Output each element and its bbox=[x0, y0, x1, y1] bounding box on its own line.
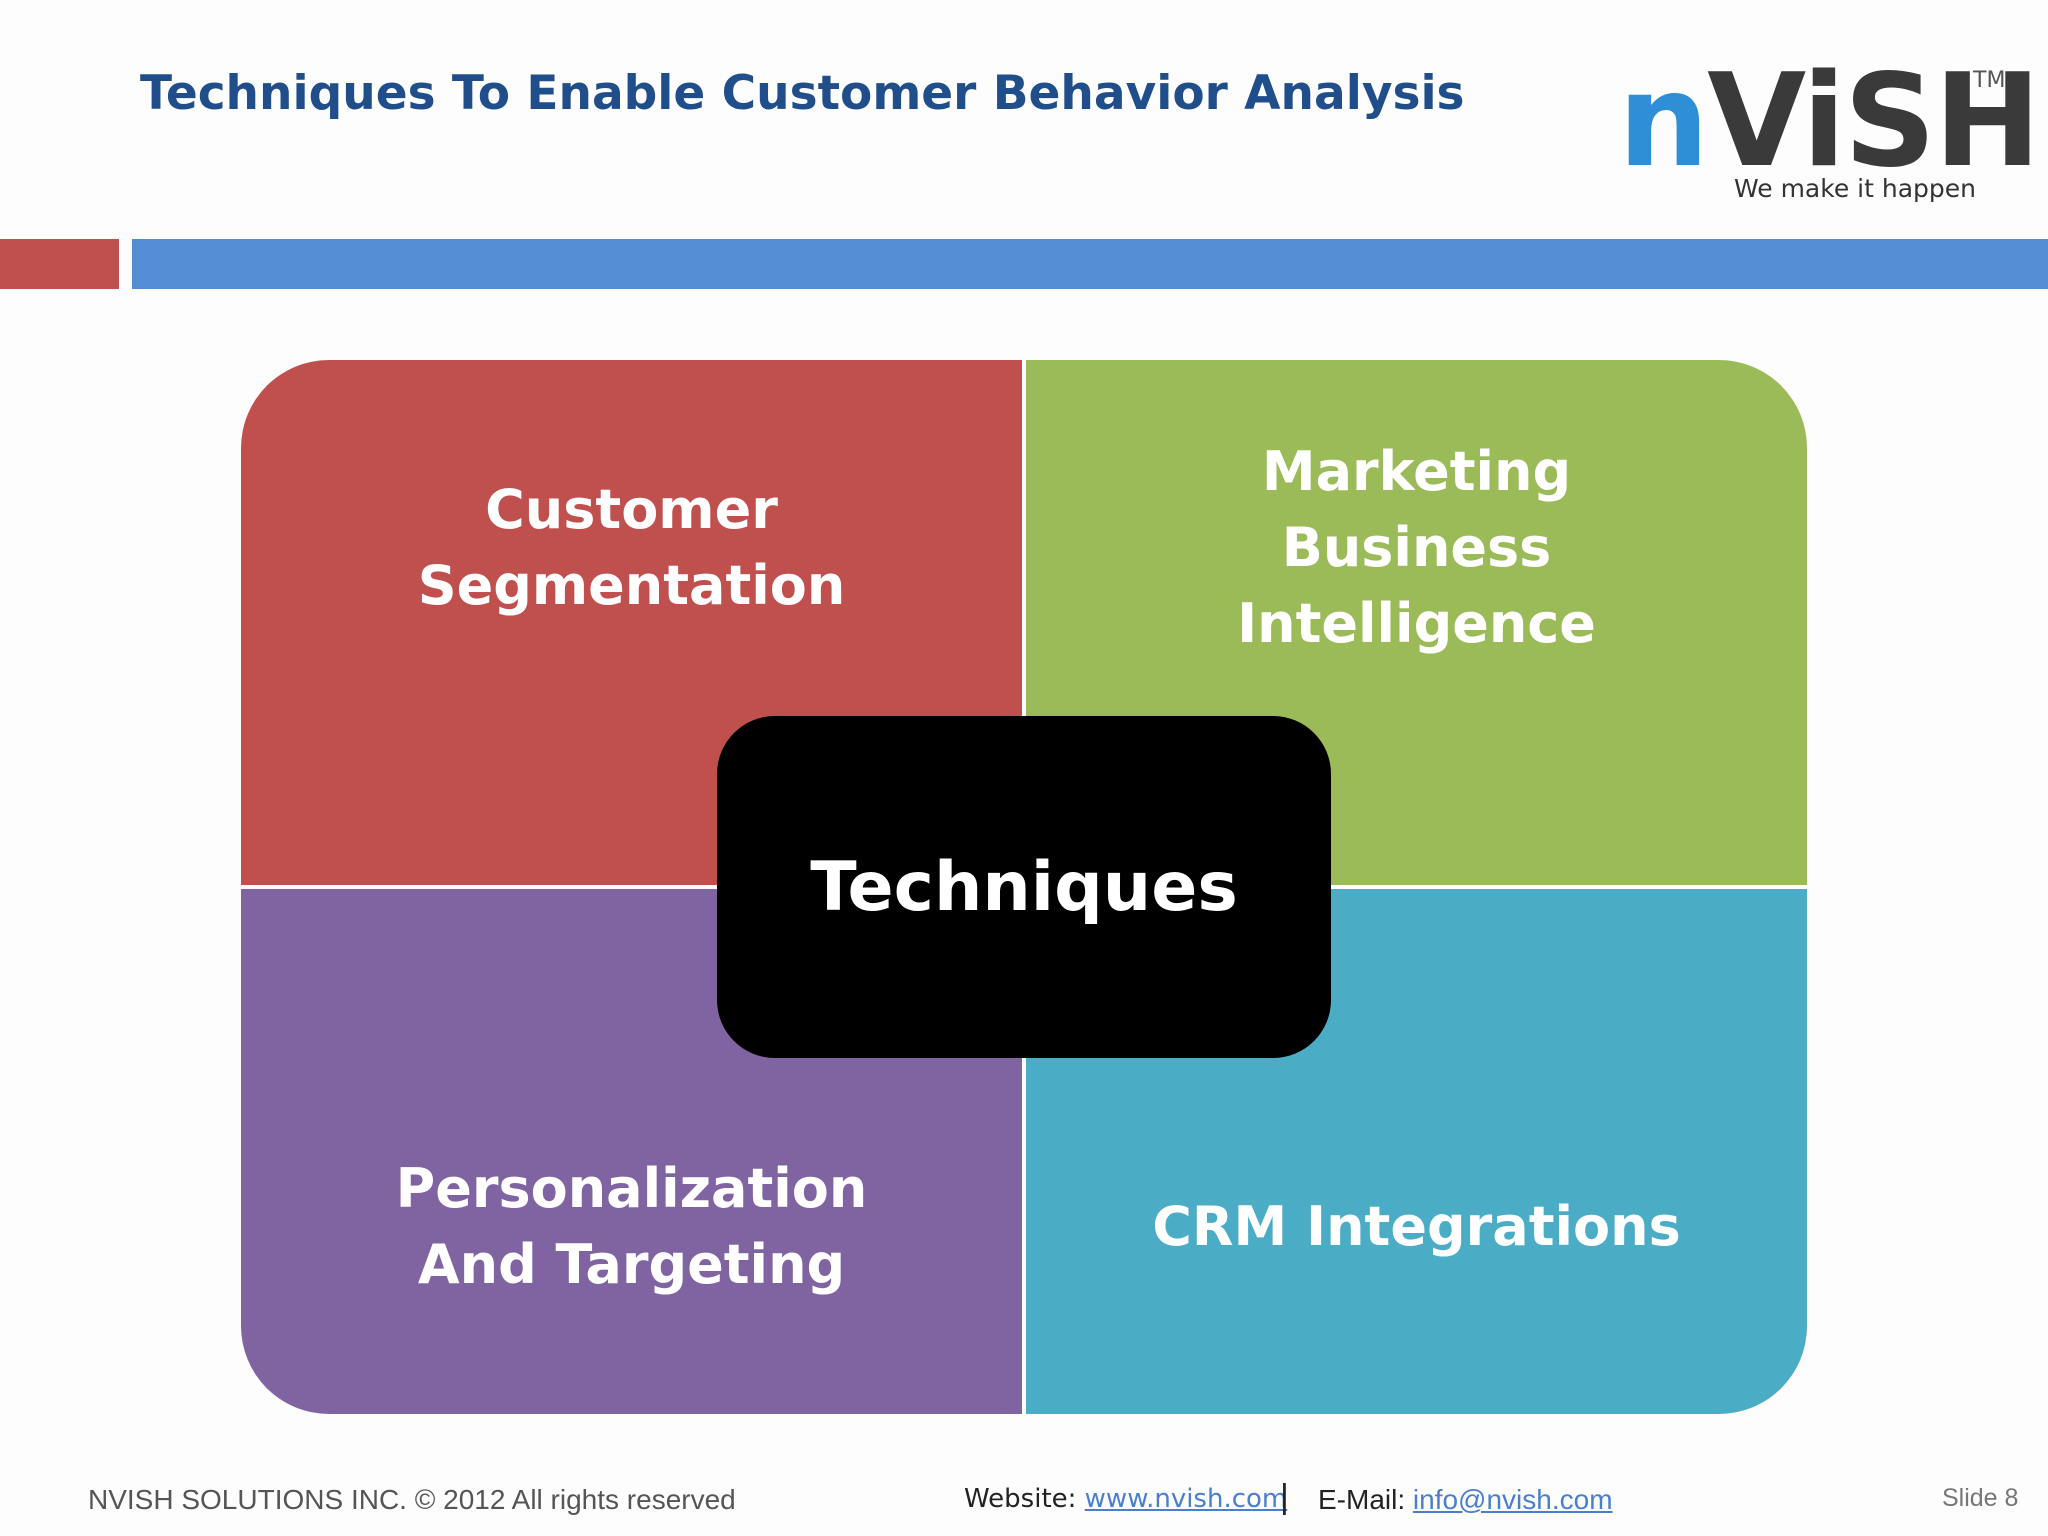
nvish-logo: nViSH TM We make it happen bbox=[1618, 58, 2041, 212]
quadrant-marketing-business-intelligence: Marketing Business Intelligence bbox=[1026, 360, 1807, 885]
footer-email: E-Mail: info@nvish.com bbox=[1318, 1484, 1613, 1516]
center-label: Techniques bbox=[810, 847, 1238, 927]
slide-number-value: 8 bbox=[2004, 1484, 2019, 1512]
header-accent-blue-bar bbox=[132, 239, 2048, 289]
footer-website: Website: www.nvish.com bbox=[964, 1484, 1287, 1514]
quadrant-crm-integrations: CRM Integrations bbox=[1026, 889, 1807, 1414]
footer-copyright: NVISH SOLUTIONS INC. © 2012 All rights r… bbox=[88, 1484, 736, 1515]
footer-separator: | bbox=[1280, 1478, 1289, 1516]
slide-number: Slide 8 bbox=[1942, 1484, 2018, 1513]
logo-tagline: We make it happen bbox=[1734, 174, 1976, 203]
center-techniques-box: Techniques bbox=[717, 716, 1331, 1058]
logo-trademark: TM bbox=[1973, 68, 2006, 93]
website-link[interactable]: www.nvish.com bbox=[1084, 1484, 1288, 1514]
quadrant-label: Personalization And Targeting bbox=[395, 1156, 868, 1296]
quadrant-label: Customer Segmentation bbox=[417, 477, 846, 617]
quadrant-label: CRM Integrations bbox=[1152, 1194, 1681, 1258]
quadrant-label: Marketing Business Intelligence bbox=[1237, 439, 1596, 655]
header-accent-red-bar bbox=[0, 239, 119, 289]
email-label: E-Mail: bbox=[1318, 1484, 1406, 1515]
website-label: Website: bbox=[964, 1484, 1077, 1514]
slide-title: Techniques To Enable Customer Behavior A… bbox=[140, 66, 1465, 121]
logo-wordmark: nViSH bbox=[1618, 47, 2041, 196]
email-link[interactable]: info@nvish.com bbox=[1412, 1484, 1613, 1515]
slide-label: Slide bbox=[1942, 1484, 1998, 1512]
